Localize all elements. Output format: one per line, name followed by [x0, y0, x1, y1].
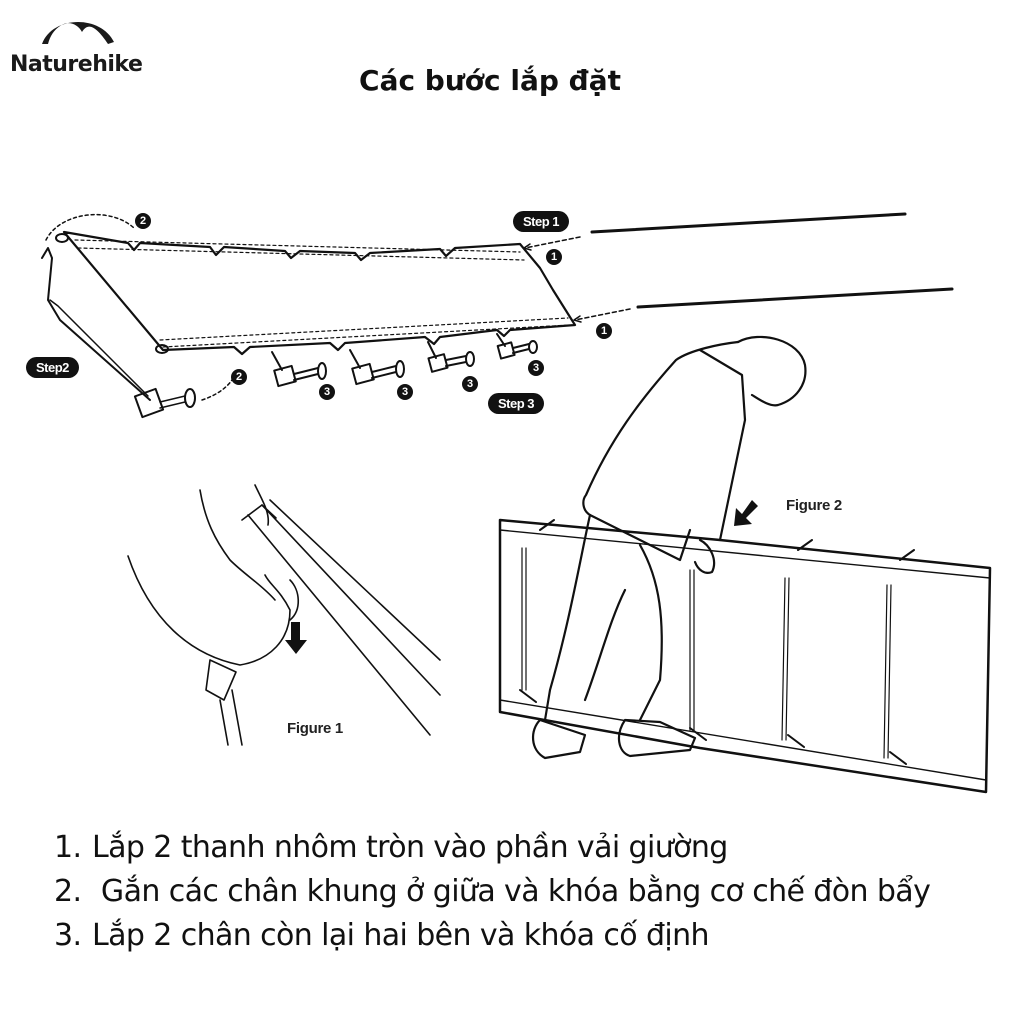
- instruction-text: Lắp 2 thanh nhôm tròn vào phần vải giườn…: [92, 830, 728, 865]
- mountain-arc-icon: [42, 21, 114, 44]
- diagonal-arrow-icon: [734, 500, 758, 526]
- figure2-label: Figure 2: [786, 497, 842, 514]
- instruction-item: 2. Gắn các chân khung ở giữa và khóa bằn…: [54, 874, 931, 909]
- end-leg: [41, 214, 237, 419]
- figure1-label: Figure 1: [287, 720, 343, 737]
- step2-badge: Step2: [26, 357, 79, 378]
- marker-3-c: 3: [462, 376, 478, 392]
- instruction-item: 1.Lắp 2 thanh nhôm tròn vào phần vải giư…: [54, 830, 728, 865]
- marker-2-top: 2: [135, 213, 151, 229]
- figure2-person: [532, 335, 807, 760]
- middle-legs: [271, 333, 538, 388]
- marker-3-d: 3: [528, 360, 544, 376]
- figure1-illustration: [127, 484, 441, 746]
- brand-name: Naturehike: [10, 52, 143, 77]
- instruction-list: 1.Lắp 2 thanh nhôm tròn vào phần vải giư…: [54, 826, 931, 958]
- instruction-text: Lắp 2 chân còn lại hai bên và khóa cố đị…: [92, 918, 710, 953]
- marker-2-bottom: 2: [231, 369, 247, 385]
- brand-logo: Naturehike: [10, 12, 150, 77]
- step1-badge: Step 1: [513, 211, 570, 232]
- instruction-text: Gắn các chân khung ở giữa và khóa bằng c…: [92, 874, 931, 909]
- marker-3-b: 3: [397, 384, 413, 400]
- page-title: Các bước lắp đặt: [359, 64, 621, 97]
- marker-3-a: 3: [319, 384, 335, 400]
- aluminum-rods: [523, 212, 954, 323]
- marker-1-bottom: 1: [596, 323, 612, 339]
- marker-1-top: 1: [546, 249, 562, 265]
- instruction-item: 3.Lắp 2 chân còn lại hai bên và khóa cố …: [54, 918, 710, 953]
- down-arrow-icon: [285, 622, 307, 654]
- figure2-cot-frame: [498, 518, 992, 794]
- cot-fabric: [55, 230, 577, 356]
- step3-badge: Step 3: [488, 393, 545, 414]
